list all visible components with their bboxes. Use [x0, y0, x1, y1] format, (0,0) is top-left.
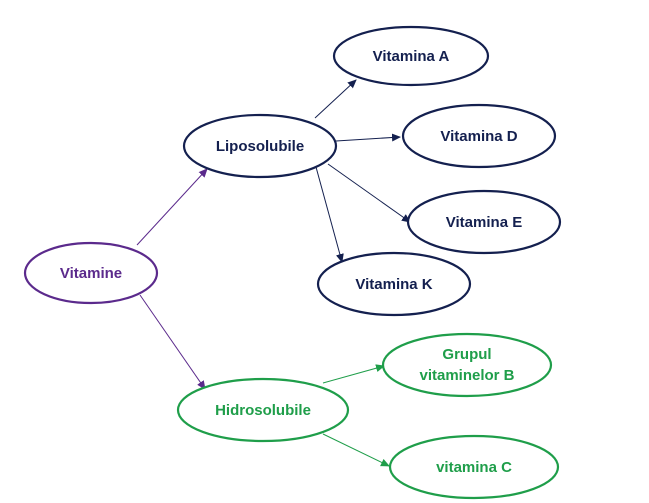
arrow-liposolubile-to-vitamina-a	[314, 79, 357, 119]
node-grupul-b-label-line1: Grupul	[442, 346, 491, 363]
node-liposolubile-label: Liposolubile	[216, 138, 304, 155]
arrow-liposolubile-to-vitamina-d	[335, 133, 401, 142]
node-vitamina-e-label: Vitamina E	[446, 214, 522, 231]
node-hidrosolubile: Hidrosolubile	[176, 377, 350, 443]
node-vitamina-k-label: Vitamina K	[355, 276, 432, 293]
arrow-vitamine-to-liposolubile	[136, 168, 208, 246]
node-liposolubile: Liposolubile	[182, 113, 338, 179]
node-vitamina-e: Vitamina E	[406, 189, 562, 255]
arrow-liposolubile-to-vitamina-k	[315, 166, 344, 263]
node-vitamina-c-label: vitamina C	[436, 459, 512, 476]
node-vitamine: Vitamine	[23, 241, 159, 305]
node-grupul-b-label-line2: vitaminelor B	[419, 367, 514, 384]
arrow-hidrosolubile-to-grupul-b	[322, 364, 385, 384]
node-grupul-vitaminelor-b: Grupul vitaminelor B	[381, 332, 553, 398]
arrow-liposolubile-to-vitamina-e	[327, 163, 411, 223]
connectors	[136, 79, 411, 467]
node-vitamina-a-label: Vitamina A	[373, 48, 450, 65]
node-vitamina-k: Vitamina K	[316, 251, 472, 317]
node-hidrosolubile-label: Hidrosolubile	[215, 402, 311, 419]
node-vitamina-c: vitamina C	[388, 434, 560, 500]
node-vitamina-a: Vitamina A	[332, 25, 490, 87]
node-vitamina-d-label: Vitamina D	[440, 128, 517, 145]
node-vitamine-label: Vitamine	[60, 265, 122, 282]
node-vitamina-d: Vitamina D	[401, 103, 557, 169]
arrow-hidrosolubile-to-vitamina-c	[322, 433, 390, 467]
arrow-vitamine-to-hidrosolubile	[139, 294, 206, 390]
